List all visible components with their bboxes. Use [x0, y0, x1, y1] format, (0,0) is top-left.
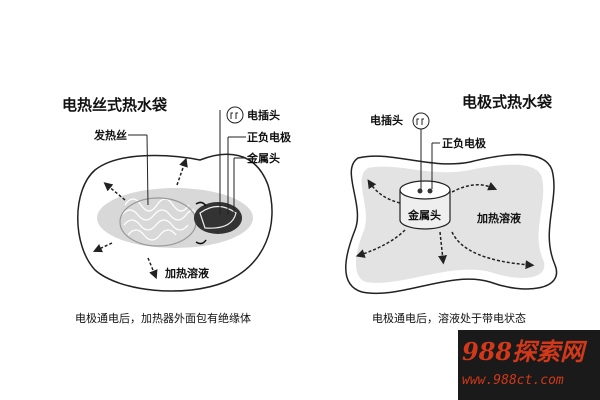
right-label-heated-solution: 加热溶液 — [476, 211, 522, 225]
left-label-electrodes: 正负电极 — [247, 130, 292, 144]
watermark-url: www.988ct.com — [462, 373, 564, 388]
left-plug-icon — [226, 106, 244, 124]
watermark-name: 988探索网 — [462, 337, 588, 366]
left-label-heated-solution: 加热溶液 — [164, 266, 210, 280]
label-heating-wire: 发热丝 — [93, 128, 127, 142]
left-label-plug: 电插头 — [247, 108, 280, 122]
left-heat-arrows — [92, 157, 188, 280]
right-label-metal-head: 金属头 — [407, 208, 441, 222]
left-diagram: 电热丝式热水袋 发热丝 电插头 正负电极 金属头 — [62, 96, 292, 325]
left-title: 电热丝式热水袋 — [62, 96, 168, 114]
right-caption: 电极通电后，溶液处于带电状态 — [372, 311, 526, 325]
right-metal-head — [399, 180, 451, 230]
right-label-electrodes: 正负电极 — [442, 136, 487, 150]
right-diagram: 电极式热水袋 电插头 正负电极 金属头 加热溶液 电极通电后，溶液处于带电状态 — [345, 93, 558, 325]
left-caption: 电极通电后，加热器外面包有绝缘体 — [75, 311, 251, 325]
right-title: 电极式热水袋 — [462, 93, 553, 111]
right-heat-arrows — [355, 179, 535, 270]
right-plug-icon — [412, 112, 430, 130]
left-label-metal-head: 金属头 — [246, 151, 280, 165]
watermark: 988探索网 www.988ct.com — [458, 330, 600, 400]
right-label-plug: 电插头 — [370, 113, 403, 127]
